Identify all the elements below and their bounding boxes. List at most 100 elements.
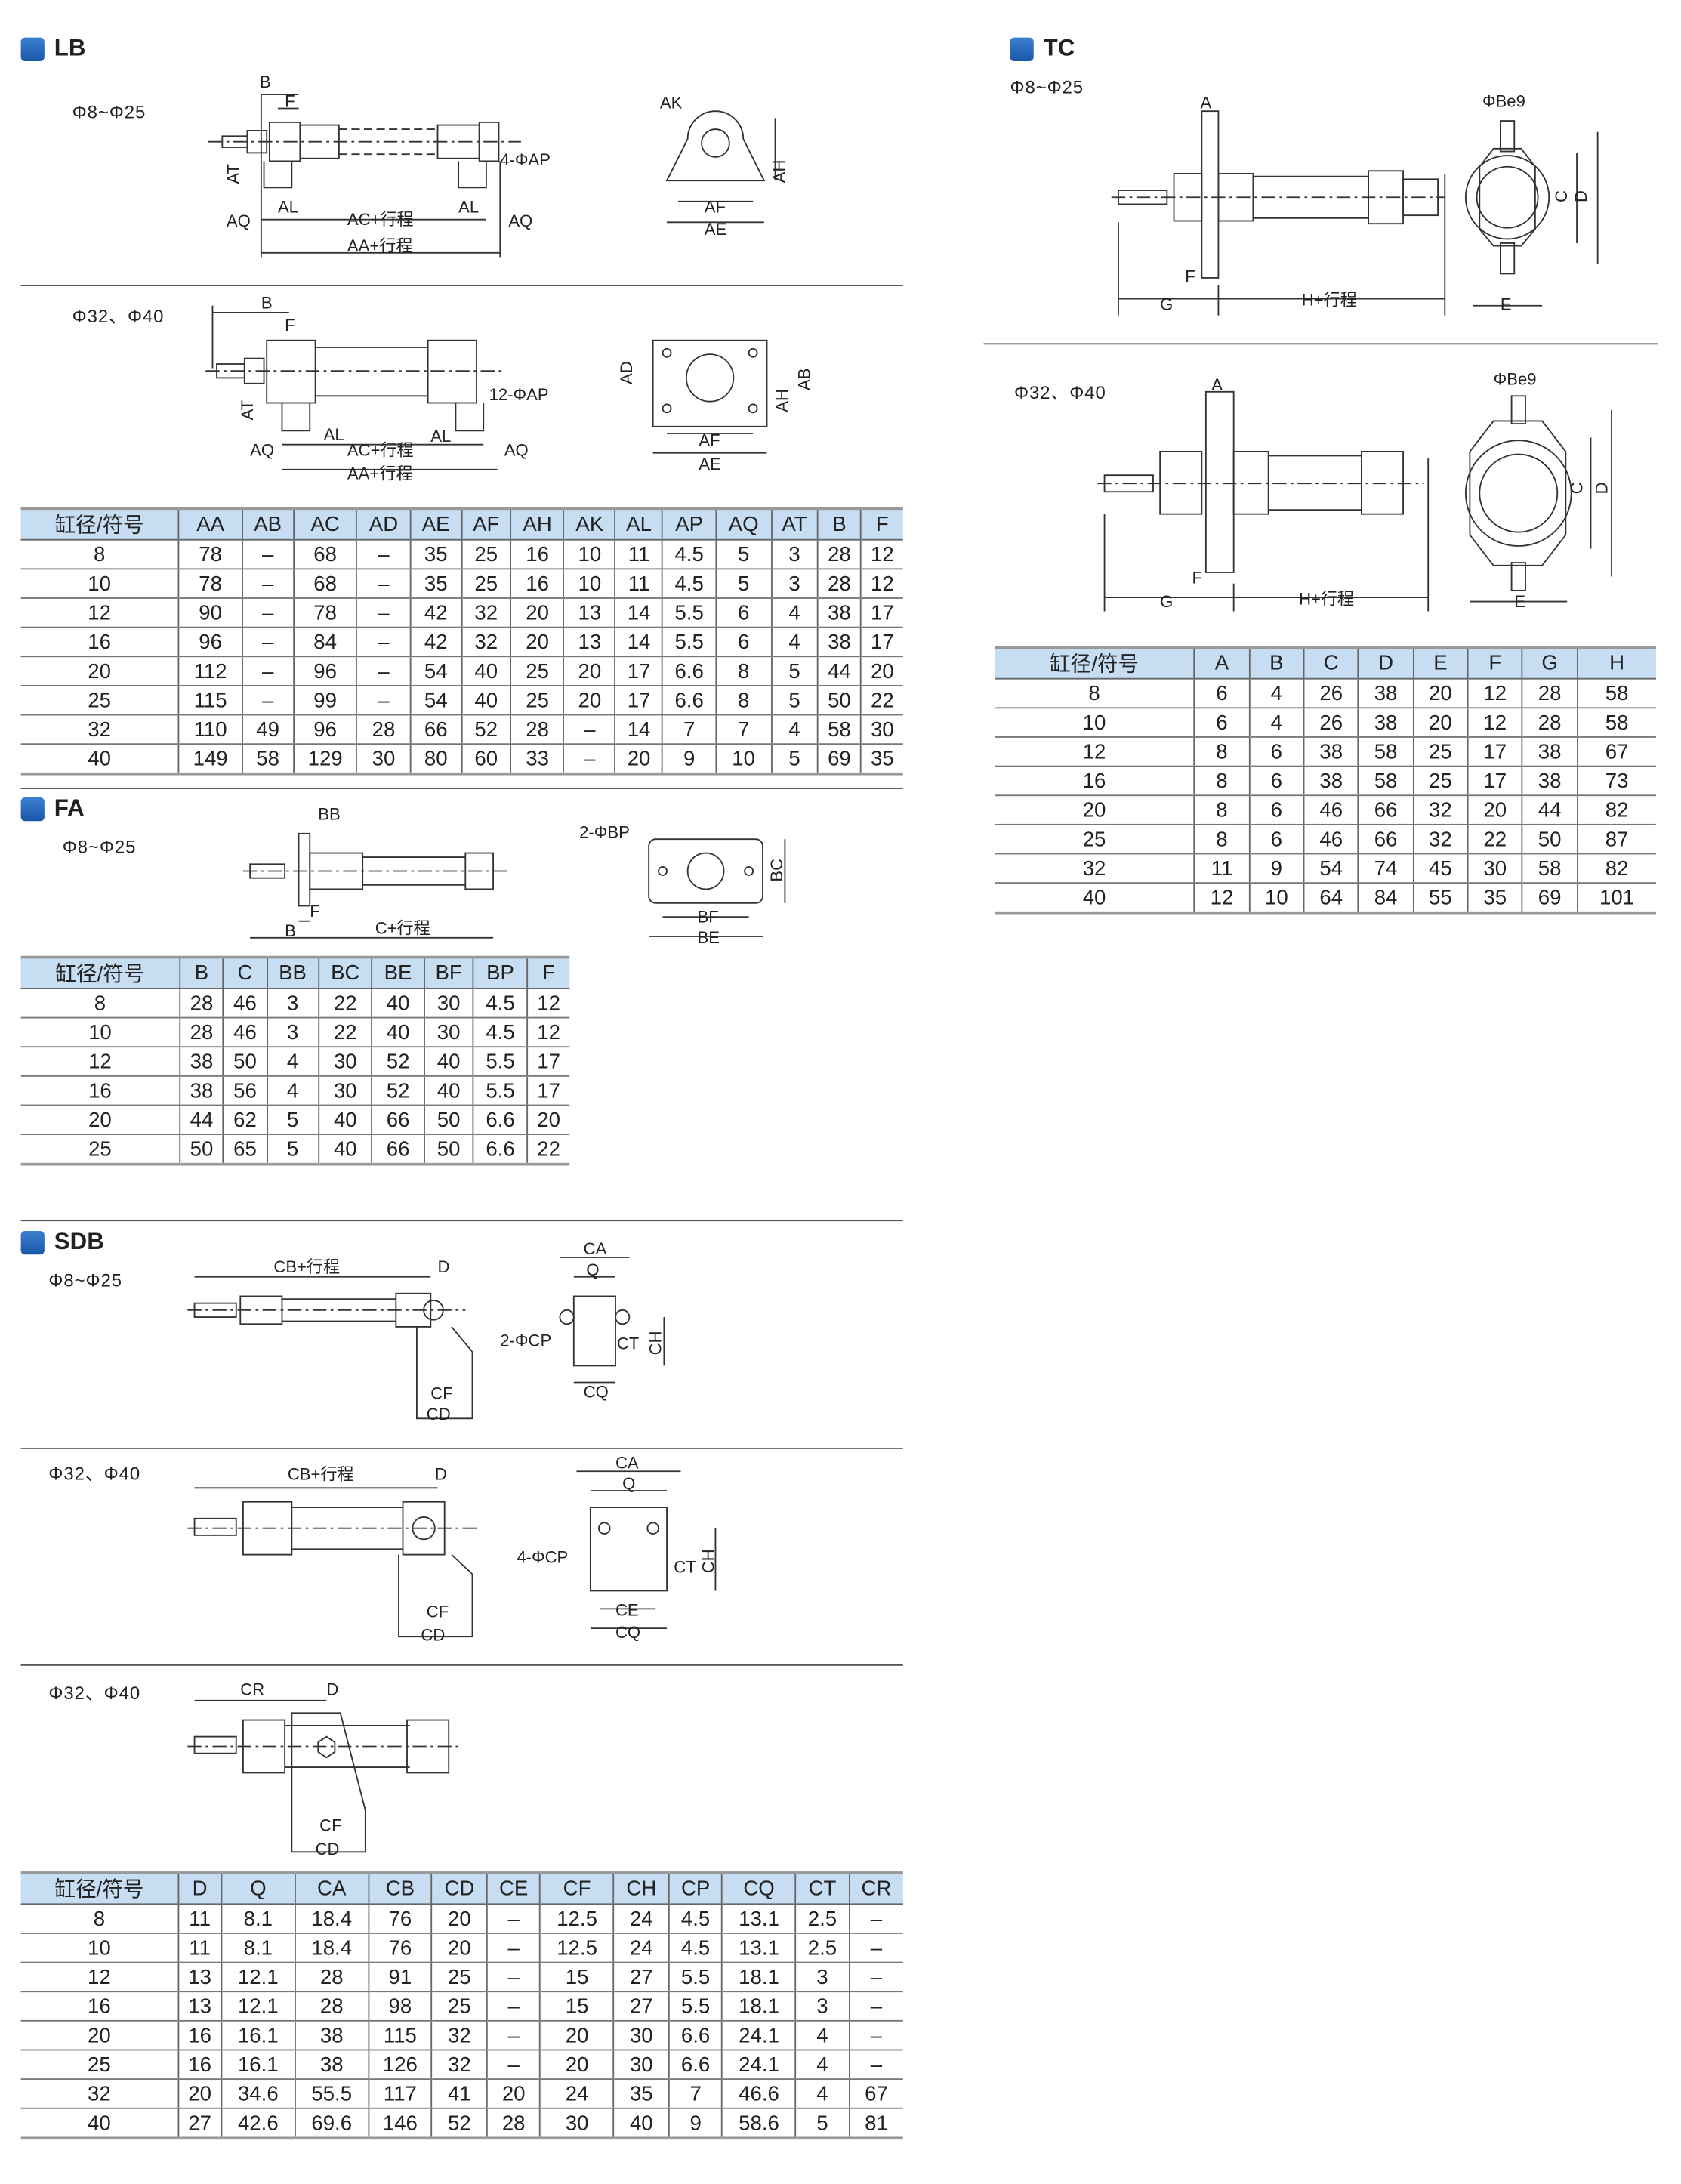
value-cell: 58	[1522, 853, 1578, 884]
value-cell: 24	[612, 1933, 669, 1963]
bore-cell: 12	[995, 736, 1195, 767]
lb-large-drawing: B F AT AQ AL AC+行程 AL AQ AA+行程 12-ΦAP	[205, 292, 581, 486]
bore-cell: 25	[20, 2050, 179, 2081]
value-cell: 4	[1248, 708, 1304, 738]
value-cell: 28	[294, 1991, 369, 2022]
bore-cell: 10	[20, 1933, 179, 1963]
bore-cell: 32	[20, 714, 179, 745]
value-cell: 40	[461, 656, 511, 686]
value-cell: –	[241, 656, 294, 686]
foot-bracket-drawing	[665, 110, 776, 224]
value-cell: 129	[292, 744, 357, 776]
clevis-side-drawing	[576, 1470, 717, 1630]
dim-label: D	[1571, 190, 1591, 202]
value-cell: 13	[177, 1991, 222, 2022]
value-cell: –	[241, 597, 294, 628]
value-cell: 25	[430, 1991, 487, 2022]
header-f: F	[860, 507, 903, 541]
value-cell: 30	[317, 1075, 372, 1106]
bore-range-label: Φ32、Φ40	[72, 305, 165, 327]
value-cell: 35	[860, 744, 903, 776]
dim-label: E	[1500, 295, 1512, 314]
fa-drawing: BB F B C+行程	[242, 803, 521, 942]
section-title-lb: LB	[20, 35, 86, 63]
value-cell: 84	[292, 627, 357, 658]
header-cr: CR	[848, 1871, 903, 1905]
bore-range-label: Φ8~Φ25	[1010, 76, 1084, 97]
value-cell: 5	[770, 744, 818, 776]
section-title-tc: TC	[1010, 35, 1075, 63]
value-cell: 6.6	[473, 1105, 528, 1136]
value-cell: 112	[177, 656, 242, 686]
value-cell: 20	[486, 2079, 541, 2109]
value-cell: 20	[614, 744, 663, 776]
header-ca: CA	[294, 1871, 369, 1905]
sdb-small-drawing: CB+行程 D CF CD	[187, 1254, 486, 1428]
value-cell: 4.5	[668, 1933, 723, 1963]
value-cell: 3	[266, 1017, 319, 1048]
value-cell: 6	[1248, 736, 1304, 767]
value-cell: 28	[356, 714, 411, 745]
value-cell: 42	[409, 627, 462, 658]
dim-label: CB+行程	[287, 1464, 354, 1484]
value-cell: 25	[510, 656, 564, 686]
value-cell: 8	[1193, 766, 1250, 797]
divider	[20, 1220, 903, 1222]
value-cell: 32	[430, 2050, 487, 2081]
value-cell: 67	[1576, 736, 1656, 767]
dim-label: CT	[616, 1334, 640, 1353]
value-cell: 149	[177, 744, 242, 776]
value-cell: 12	[860, 569, 903, 599]
cylinder-clevis-mount-drawing	[187, 1487, 480, 1638]
value-cell: 12	[526, 988, 570, 1019]
header-bb: BB	[266, 955, 319, 989]
value-cell: 52	[371, 1047, 424, 1077]
value-cell: 35	[612, 2079, 669, 2109]
dim-label: A	[1211, 375, 1223, 395]
value-cell: 98	[368, 1991, 432, 2022]
value-cell: 17	[860, 627, 903, 658]
value-cell: 58.6	[721, 2108, 796, 2140]
value-cell: 20	[177, 2079, 222, 2109]
value-cell: 96	[292, 714, 357, 745]
value-cell: 20	[539, 2020, 614, 2051]
dim-label: F	[285, 91, 295, 112]
value-cell: 101	[1576, 883, 1656, 915]
value-cell: 22	[317, 1017, 372, 1048]
dim-label: AQ	[226, 211, 251, 231]
value-cell: 40	[371, 1017, 424, 1048]
value-cell: 56	[222, 1075, 267, 1106]
value-cell: 78	[292, 597, 357, 628]
value-cell: 58	[241, 744, 294, 776]
dim-label: BE	[697, 927, 720, 948]
value-cell: 60	[461, 744, 511, 776]
dim-label: CF	[319, 1815, 342, 1836]
value-cell: 66	[1357, 795, 1414, 825]
value-cell: 74	[1357, 853, 1414, 884]
bore-cell: 20	[20, 2020, 179, 2051]
value-cell: 96	[177, 627, 242, 658]
value-cell: 66	[371, 1105, 424, 1136]
value-cell: 66	[409, 714, 462, 745]
value-cell: 67	[848, 2079, 903, 2109]
header-g: G	[1522, 646, 1578, 680]
value-cell: –	[241, 685, 294, 716]
value-cell: 11	[614, 569, 663, 599]
section-marker-icon	[20, 797, 45, 821]
value-cell: 54	[409, 656, 462, 686]
dim-label: E	[1514, 591, 1526, 612]
header-bore-symbol: 缸径/符号	[20, 1871, 179, 1905]
value-cell: 69.6	[294, 2108, 369, 2140]
value-cell: 80	[409, 744, 462, 776]
value-cell: 18.1	[721, 1962, 796, 1993]
value-cell: 28	[1522, 708, 1578, 738]
dim-label: G	[1160, 295, 1174, 314]
value-cell: 6	[1248, 795, 1304, 825]
